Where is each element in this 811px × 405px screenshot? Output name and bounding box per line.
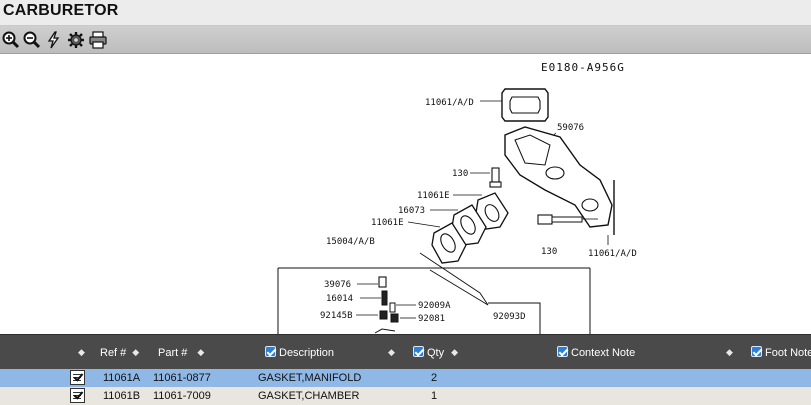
diagram-canvas: E0180-A956G 11061/A/D 59076 130 11061E 1… xyxy=(277,61,637,334)
lightning-icon[interactable] xyxy=(44,30,64,50)
callout-label[interactable]: 15004/A/B xyxy=(326,237,375,247)
add-to-list-icon[interactable] xyxy=(70,388,85,403)
row-description: GASKET,MANIFOLD xyxy=(258,372,362,384)
column-qty-label: Qty xyxy=(427,346,445,359)
column-part-label: Part # xyxy=(158,346,188,359)
grid-header: ◆ Ref # ◆ Part # ◆ Description ◆ Qty ◆ C… xyxy=(0,334,811,369)
callout-label[interactable]: 130 xyxy=(452,169,468,179)
sort-icon: ◆ xyxy=(197,347,205,357)
column-qty[interactable]: Qty ◆ xyxy=(413,335,458,370)
callout-label[interactable]: 59076 xyxy=(557,123,584,133)
column-visible-checkbox[interactable] xyxy=(265,346,276,357)
table-row[interactable]: 11061B 11061-7009 GASKET,CHAMBER 1 xyxy=(0,387,811,405)
callout-label[interactable]: 92093D xyxy=(493,312,526,322)
callout-label[interactable]: 130 xyxy=(541,247,557,257)
print-icon[interactable] xyxy=(88,30,108,50)
column-description-label: Description xyxy=(279,346,335,359)
column-description[interactable]: Description xyxy=(265,335,334,370)
sort-toggle[interactable]: ◆ xyxy=(78,347,85,357)
gear-icon[interactable] xyxy=(66,30,86,50)
title-bar: CARBURETOR xyxy=(0,0,811,26)
callout-label[interactable]: 92009A xyxy=(418,301,451,311)
sort-icon[interactable]: ◆ xyxy=(388,347,395,357)
toolbar xyxy=(0,26,811,54)
page-title: CARBURETOR xyxy=(3,2,119,19)
column-ref-label: Ref # xyxy=(100,346,127,359)
callout-label[interactable]: 92145B xyxy=(320,311,353,321)
diagram-code: E0180-A956G xyxy=(541,61,625,74)
column-visible-checkbox[interactable] xyxy=(751,346,762,357)
column-foot-label: Foot Note xyxy=(765,346,811,359)
zoom-out-icon[interactable] xyxy=(22,30,42,50)
row-qty: 1 xyxy=(431,390,438,402)
column-visible-checkbox[interactable] xyxy=(557,346,568,357)
callout-label[interactable]: 11061/A/D xyxy=(425,98,474,108)
column-foot-note[interactable]: Foot Note xyxy=(751,335,811,370)
sort-icon: ◆ xyxy=(451,347,459,357)
zoom-in-icon[interactable] xyxy=(1,30,21,50)
column-context-label: Context Note xyxy=(571,346,636,359)
column-ref[interactable]: Ref # ◆ xyxy=(100,335,139,370)
row-part: 11061-0877 xyxy=(153,372,211,384)
callout-label[interactable]: 11061E xyxy=(371,218,404,228)
add-to-list-icon[interactable] xyxy=(70,370,85,385)
row-part: 11061-7009 xyxy=(153,390,211,402)
column-context-note[interactable]: Context Note xyxy=(557,335,635,370)
table-row[interactable]: 11061A 11061-0877 GASKET,MANIFOLD 2 xyxy=(0,369,811,387)
callout-label[interactable]: 16014 xyxy=(326,294,353,304)
callout-label[interactable]: 11061E xyxy=(417,191,450,201)
row-description: GASKET,CHAMBER xyxy=(258,390,360,402)
sort-icon[interactable]: ◆ xyxy=(726,347,733,357)
column-visible-checkbox[interactable] xyxy=(413,346,424,357)
callout-label[interactable]: 92081 xyxy=(418,314,445,324)
row-qty: 2 xyxy=(431,372,438,384)
callout-label[interactable]: 16073 xyxy=(398,206,425,216)
callout-label[interactable]: 39076 xyxy=(324,280,351,290)
column-part[interactable]: Part # ◆ xyxy=(158,335,204,370)
callout-label[interactable]: 11061/A/D xyxy=(588,249,637,259)
sort-icon: ◆ xyxy=(132,347,140,357)
row-ref: 11061A xyxy=(103,372,141,384)
row-ref: 11061B xyxy=(103,390,141,402)
parts-diagram[interactable]: E0180-A956G 11061/A/D 59076 130 11061E 1… xyxy=(0,55,811,334)
